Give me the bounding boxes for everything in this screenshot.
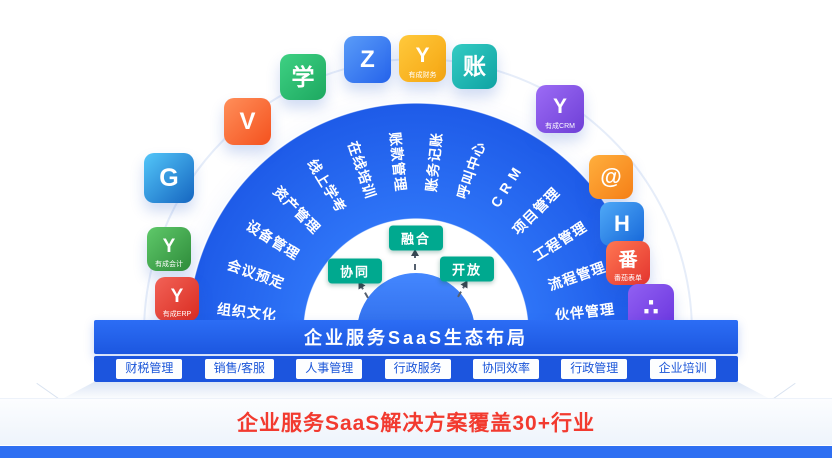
collaboration-chip: 协同 bbox=[327, 258, 383, 284]
g-app-glyph: G bbox=[159, 163, 179, 192]
category-chip: 财税管理 bbox=[116, 359, 183, 379]
arrow-up-icon bbox=[411, 249, 419, 256]
z-app-glyph: Z bbox=[360, 45, 375, 73]
tomato-form-glyph: 番 bbox=[618, 249, 638, 271]
youcheng-erp-icon: Y 有成ERP bbox=[155, 277, 199, 321]
banner-title: 企业服务SaaS生态布局 bbox=[303, 328, 529, 348]
youcheng-accounting-glyph: Y bbox=[162, 235, 176, 257]
category-chip: 销售/客服 bbox=[204, 359, 274, 379]
app-icon-caption: 有成会计 bbox=[155, 261, 183, 268]
category-chip: 人事管理 bbox=[296, 359, 363, 379]
xue-app-glyph: 学 bbox=[291, 63, 315, 90]
h-app-icon: H bbox=[600, 202, 644, 246]
zhang-app-glyph: 账 bbox=[463, 53, 486, 79]
spiral-app-glyph: @ bbox=[600, 164, 622, 189]
stage-reflection bbox=[60, 382, 772, 400]
footer-band: 企业服务SaaS解决方案覆盖30+行业 bbox=[0, 398, 832, 445]
zhang-app-icon: 账 bbox=[452, 44, 497, 89]
v-app-glyph: V bbox=[239, 107, 256, 135]
arrow-connector-center bbox=[411, 249, 419, 270]
g-app-icon: G bbox=[144, 153, 194, 203]
fusion-chip: 融合 bbox=[388, 225, 444, 251]
bottom-bar bbox=[0, 446, 832, 458]
youcheng-accounting-icon: Y 有成会计 bbox=[147, 227, 191, 271]
category-bar: 财税管理 销售/客服 人事管理 行政服务 协同效率 行政管理 企业培训 bbox=[94, 356, 738, 382]
h-app-glyph: H bbox=[614, 211, 630, 236]
app-icon-caption: 有成财务 bbox=[408, 72, 437, 79]
xue-app-icon: 学 bbox=[280, 54, 326, 100]
app-icon-caption: 番茄表单 bbox=[614, 275, 642, 282]
spiral-app-icon: @ bbox=[589, 155, 633, 199]
youcheng-finance-glyph: Y bbox=[415, 44, 430, 67]
youcheng-crm-glyph: Y bbox=[552, 94, 567, 118]
tomato-form-icon: 番番茄表单 bbox=[606, 241, 650, 285]
app-icon-caption: 有成ERP bbox=[162, 311, 192, 318]
footer-headline: 企业服务SaaS解决方案覆盖30+行业 bbox=[237, 412, 595, 435]
v-app-icon: V bbox=[224, 98, 271, 145]
app-icon-caption: 有成CRM bbox=[545, 123, 575, 130]
youcheng-crm-icon: Y 有成CRM bbox=[536, 85, 584, 133]
openness-chip: 开放 bbox=[439, 256, 495, 282]
z-app-icon: Z bbox=[344, 36, 391, 83]
youcheng-finance-icon: Y 有成财务 bbox=[399, 35, 446, 82]
category-chip: 企业培训 bbox=[649, 359, 716, 379]
people-app-glyph: ∴ bbox=[642, 293, 659, 320]
title-banner: 企业服务SaaS生态布局 bbox=[94, 320, 738, 354]
category-chip: 协同效率 bbox=[472, 359, 539, 379]
category-chip: 行政管理 bbox=[561, 359, 628, 379]
youcheng-erp-glyph: Y bbox=[170, 285, 184, 307]
category-chip: 行政服务 bbox=[384, 359, 451, 379]
